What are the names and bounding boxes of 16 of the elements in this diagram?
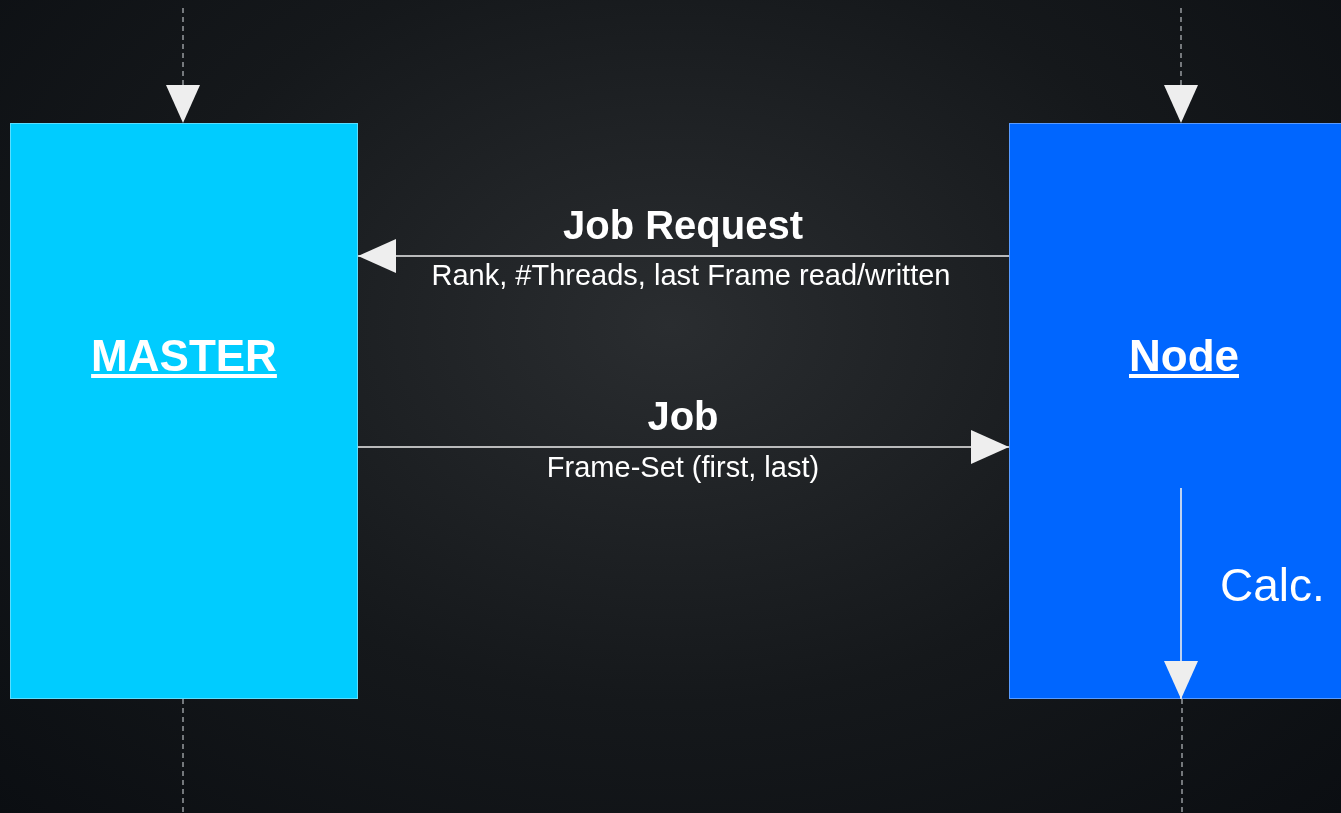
node-title: Node bbox=[1129, 331, 1239, 381]
arrow bbox=[1164, 487, 1198, 700]
message-detail: Rank, #Threads, last Frame read/written bbox=[431, 259, 951, 292]
arrow bbox=[357, 430, 1010, 464]
lifeline bbox=[182, 698, 184, 813]
node-title: MASTER bbox=[91, 331, 277, 381]
edge-label: Job Request bbox=[563, 203, 803, 248]
process-box bbox=[10, 123, 358, 699]
process-box bbox=[1009, 123, 1341, 699]
edge-label: Job bbox=[647, 394, 719, 439]
arrow bbox=[357, 239, 1010, 273]
lifeline bbox=[1181, 698, 1183, 813]
message-detail: Frame-Set (first, last) bbox=[546, 451, 820, 484]
arrow bbox=[166, 7, 200, 124]
edge-label: Calc. bbox=[1220, 558, 1325, 612]
arrow bbox=[1164, 7, 1198, 124]
